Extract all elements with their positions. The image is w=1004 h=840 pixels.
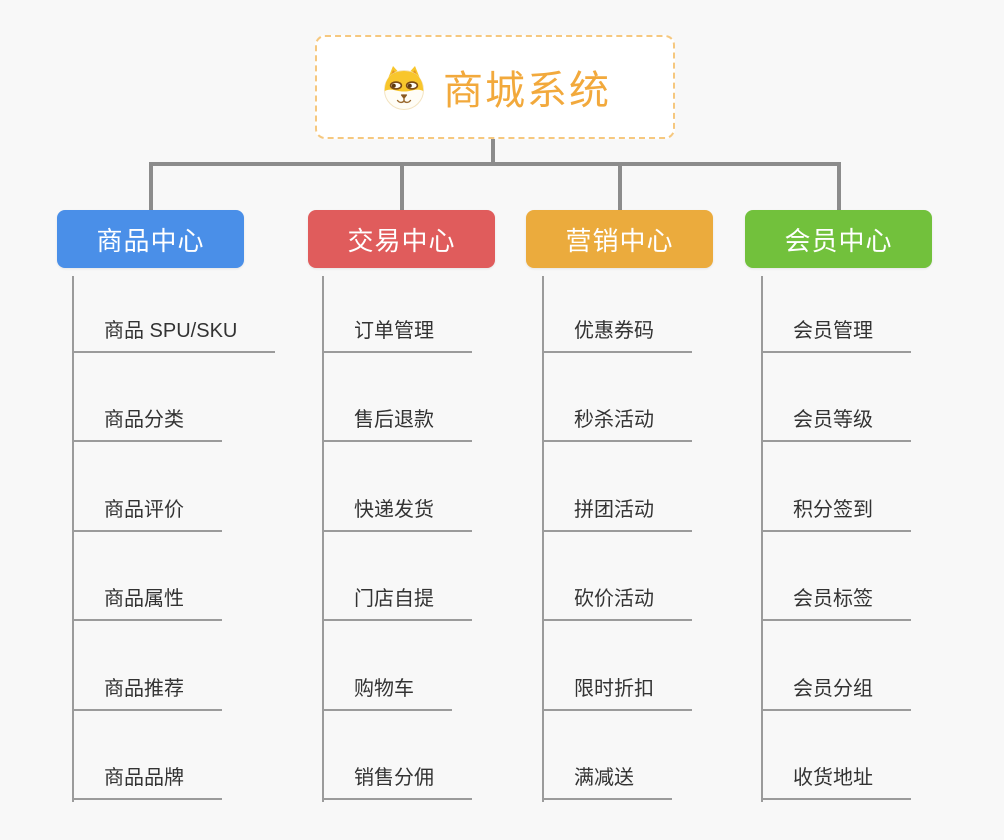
leaf-node[interactable]: 会员标签 <box>761 586 911 621</box>
leaf-node[interactable]: 商品评价 <box>72 497 222 532</box>
leaf-node[interactable]: 商品品牌 <box>72 765 222 800</box>
leaf-node[interactable]: 门店自提 <box>322 586 472 621</box>
leaf-node[interactable]: 销售分佣 <box>322 765 472 800</box>
branch-node-marketing-center[interactable]: 营销中心 <box>526 210 713 268</box>
branch-node-member-center[interactable]: 会员中心 <box>745 210 932 268</box>
leaf-spine-member <box>761 276 763 802</box>
dog-face-icon <box>384 66 424 110</box>
connector-stub-branch-3 <box>837 162 841 210</box>
connector-stub-branch-1 <box>400 162 404 210</box>
leaf-node[interactable]: 售后退款 <box>322 407 472 442</box>
leaf-node[interactable]: 商品分类 <box>72 407 222 442</box>
connector-stub-branch-0 <box>149 162 153 210</box>
connector-root-stub <box>491 139 495 164</box>
leaf-node[interactable]: 会员管理 <box>761 318 911 353</box>
connector-bus <box>149 162 841 166</box>
connector-stub-branch-2 <box>618 162 622 210</box>
leaf-node[interactable]: 满减送 <box>542 765 672 800</box>
leaf-node[interactable]: 收货地址 <box>761 765 911 800</box>
root-node-mall-system[interactable]: 商城系统 <box>315 35 675 139</box>
leaf-node[interactable]: 砍价活动 <box>542 586 692 621</box>
leaf-node[interactable]: 会员分组 <box>761 676 911 711</box>
leaf-node[interactable]: 限时折扣 <box>542 676 692 711</box>
branch-node-trade-center[interactable]: 交易中心 <box>308 210 495 268</box>
leaf-spine-trade <box>322 276 324 802</box>
leaf-node[interactable]: 会员等级 <box>761 407 911 442</box>
leaf-node[interactable]: 快递发货 <box>322 497 472 532</box>
leaf-spine-marketing <box>542 276 544 802</box>
leaf-spine-product <box>72 276 74 802</box>
leaf-node[interactable]: 积分签到 <box>761 497 911 532</box>
leaf-node[interactable]: 商品推荐 <box>72 676 222 711</box>
leaf-node[interactable]: 商品属性 <box>72 586 222 621</box>
root-node-title: 商城系统 <box>443 69 611 113</box>
leaf-node[interactable]: 购物车 <box>322 676 452 711</box>
leaf-node[interactable]: 拼团活动 <box>542 497 692 532</box>
leaf-node[interactable]: 订单管理 <box>322 318 472 353</box>
leaf-node[interactable]: 商品 SPU/SKU <box>72 318 276 353</box>
branch-node-product-center[interactable]: 商品中心 <box>57 210 244 268</box>
leaf-node[interactable]: 秒杀活动 <box>542 407 692 442</box>
leaf-node[interactable]: 优惠券码 <box>542 318 692 353</box>
